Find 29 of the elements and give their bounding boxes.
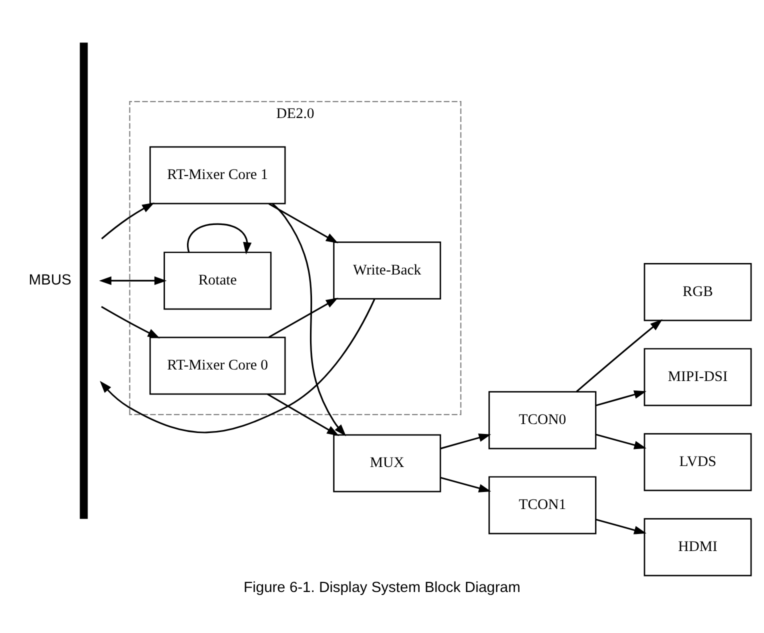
arrow bbox=[272, 202, 346, 436]
arrow bbox=[267, 393, 340, 436]
caption: Figure 6-1. Display System Block Diagram bbox=[244, 579, 520, 596]
arrow bbox=[440, 476, 492, 492]
node-box: HDMI bbox=[644, 518, 752, 576]
arrow bbox=[596, 390, 646, 406]
arrow bbox=[596, 518, 646, 534]
node-box: RGB bbox=[644, 262, 752, 321]
node-box: Rotate bbox=[164, 251, 272, 310]
arrow bbox=[187, 222, 252, 254]
arrow bbox=[100, 298, 376, 433]
node-box: LVDS bbox=[644, 432, 752, 491]
node-box: MIPI-DSI bbox=[644, 348, 752, 406]
arrow bbox=[576, 318, 662, 392]
node-box: RT-Mixer Core 0 bbox=[149, 336, 286, 394]
node-box: RT-Mixer Core 1 bbox=[149, 146, 286, 204]
arrow bbox=[596, 433, 646, 449]
node-box bbox=[80, 42, 88, 518]
arrow bbox=[101, 306, 160, 338]
arrow bbox=[99, 276, 167, 284]
node-box: Write-Back bbox=[333, 240, 442, 300]
node-box: TCON0 bbox=[488, 390, 596, 449]
arrow bbox=[101, 202, 154, 239]
node-label: MBUS bbox=[28, 272, 72, 288]
arrow bbox=[440, 433, 492, 449]
node-box: TCON1 bbox=[488, 476, 596, 534]
arrow bbox=[268, 202, 338, 243]
arrow bbox=[268, 297, 338, 338]
node-box: MUX bbox=[333, 434, 442, 492]
